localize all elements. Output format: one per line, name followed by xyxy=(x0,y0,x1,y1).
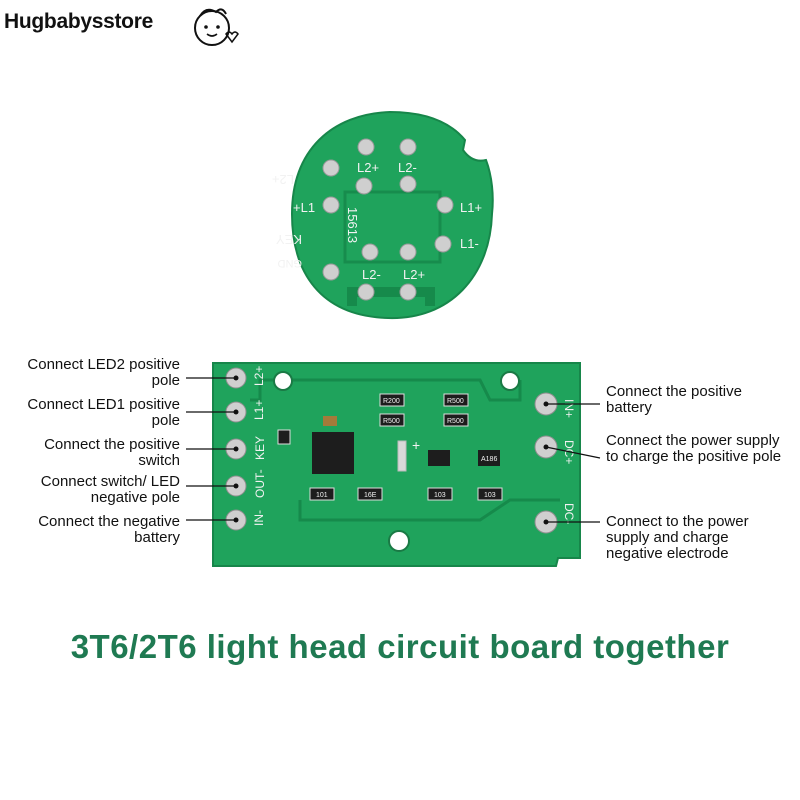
callout-charge-negative: Connect to the power supply and charge n… xyxy=(606,513,749,562)
callout-led1-positive: Connect LED1 positive pole xyxy=(27,396,180,429)
component-marking: 103 xyxy=(434,492,446,499)
callout-negative-battery: Connect the negative battery xyxy=(38,513,180,546)
round-label: L2+ xyxy=(357,160,379,175)
rect-pad-label: L2+ xyxy=(252,366,266,386)
round-label: +L1 xyxy=(293,200,315,215)
rect-pad-label: IN+ xyxy=(562,399,576,418)
component-marking: A186 xyxy=(481,456,497,463)
round-pcb xyxy=(290,110,494,320)
component-marking: R500 xyxy=(447,418,464,425)
callout-positive-switch: Connect the positive switch xyxy=(44,436,180,469)
component-marking: R500 xyxy=(447,398,464,405)
callout-positive-battery: Connect the positive battery xyxy=(606,383,742,416)
round-label: KEY xyxy=(276,232,302,247)
rect-pad-label: IN- xyxy=(252,510,266,526)
board-code: 15613 xyxy=(345,207,360,243)
rect-pad-label: OUT- xyxy=(253,469,267,498)
round-label: GND xyxy=(278,257,303,269)
caption-title: 3T6/2T6 light head circuit board togethe… xyxy=(70,628,730,665)
callout-charge-positive: Connect the power supply to charge the p… xyxy=(606,432,782,465)
component-marking: 101 xyxy=(316,492,328,499)
leader-lines xyxy=(186,377,601,523)
component-marking: R200 xyxy=(383,398,400,405)
brand-name: Hugbabysstore xyxy=(4,10,153,33)
rect-pad-label: L1+ xyxy=(252,400,266,420)
callout-switch-led-negative: Connect switch/ LED negative pole xyxy=(40,473,180,506)
round-label: L2+ xyxy=(272,172,294,187)
round-label: L2- xyxy=(398,160,417,175)
component-marking: 16E xyxy=(364,492,377,499)
component-marking: 103 xyxy=(484,492,496,499)
component-marking: R500 xyxy=(383,418,400,425)
rect-pad-label: KEY xyxy=(253,436,267,460)
callout-led2-positive: Connect LED2 positive pole xyxy=(27,356,180,389)
round-label: L2- xyxy=(362,267,381,282)
baby-face-icon xyxy=(194,8,239,46)
round-label: L2+ xyxy=(403,267,425,282)
round-label: L1- xyxy=(460,236,479,251)
rect-pcb xyxy=(212,362,581,567)
led-polarity: + xyxy=(412,437,420,453)
round-label: L1+ xyxy=(460,200,482,215)
rect-pad-label: DC- xyxy=(562,503,576,524)
